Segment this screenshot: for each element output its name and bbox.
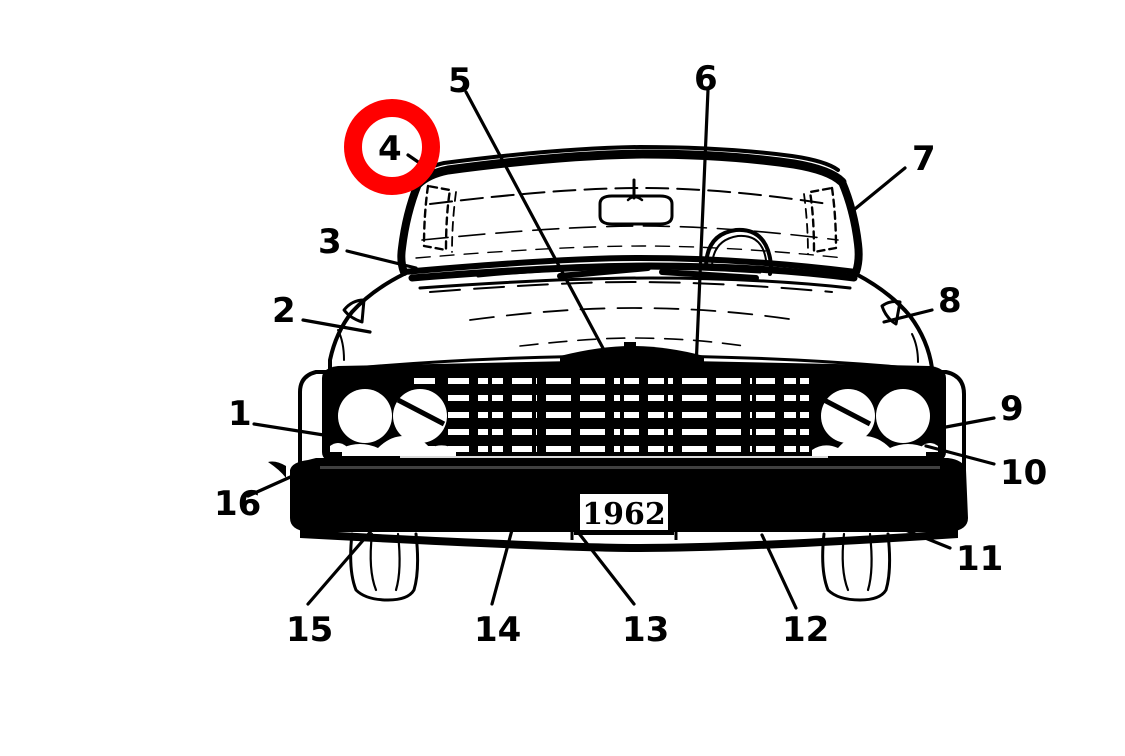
callout-label-3: 3 bbox=[318, 222, 342, 262]
grille-mesh bbox=[414, 376, 814, 454]
leader-line-13 bbox=[572, 525, 636, 606]
headlight-outer-right bbox=[876, 389, 930, 443]
leader-line-5 bbox=[464, 90, 614, 367]
leader-line-7 bbox=[848, 166, 907, 215]
wheels-group bbox=[349, 532, 892, 602]
license-plate-face bbox=[580, 494, 668, 530]
leader-line-1 bbox=[252, 422, 332, 438]
callout-label-13: 13 bbox=[622, 610, 670, 650]
callout-label-9: 9 bbox=[1000, 389, 1024, 429]
roof-and-windshield-group bbox=[397, 145, 863, 278]
leader-line-15 bbox=[306, 528, 374, 606]
callout-label-11: 11 bbox=[956, 539, 1004, 579]
leader-line-10 bbox=[924, 444, 996, 466]
leader-line-11 bbox=[896, 525, 952, 550]
license-plate-text: 1962 bbox=[582, 497, 666, 532]
headlight-outer-left bbox=[338, 389, 392, 443]
callout-label-16: 16 bbox=[214, 484, 262, 524]
callout-label-14: 14 bbox=[474, 610, 522, 650]
grille-assembly bbox=[322, 342, 946, 467]
callout-label-12: 12 bbox=[782, 610, 830, 650]
leader-line-6 bbox=[694, 88, 710, 370]
leader-line-14 bbox=[490, 528, 514, 606]
callout-label-1: 1 bbox=[228, 394, 252, 434]
callout-label-7: 7 bbox=[912, 139, 936, 179]
headlight-inner-right bbox=[821, 389, 875, 443]
callout-label-2: 2 bbox=[272, 291, 296, 331]
callout-label-5: 5 bbox=[448, 61, 472, 101]
wiper-and-cowl-group bbox=[408, 262, 858, 290]
callout-label-10: 10 bbox=[1000, 453, 1048, 493]
leader-line-12 bbox=[760, 533, 798, 610]
leader-line-8 bbox=[882, 308, 934, 324]
callout-label-15: 15 bbox=[286, 610, 334, 650]
leader-line-3 bbox=[345, 249, 418, 270]
license-plate-group: 1962 bbox=[570, 486, 678, 540]
leader-line-16 bbox=[246, 468, 308, 498]
headlight-inner-left bbox=[393, 389, 447, 443]
leader-line-2 bbox=[301, 318, 372, 334]
leader-line-9 bbox=[928, 416, 996, 432]
callout-label-4: 4 bbox=[378, 129, 402, 169]
callout-label-8: 8 bbox=[938, 281, 962, 321]
callout-label-6: 6 bbox=[694, 59, 718, 99]
